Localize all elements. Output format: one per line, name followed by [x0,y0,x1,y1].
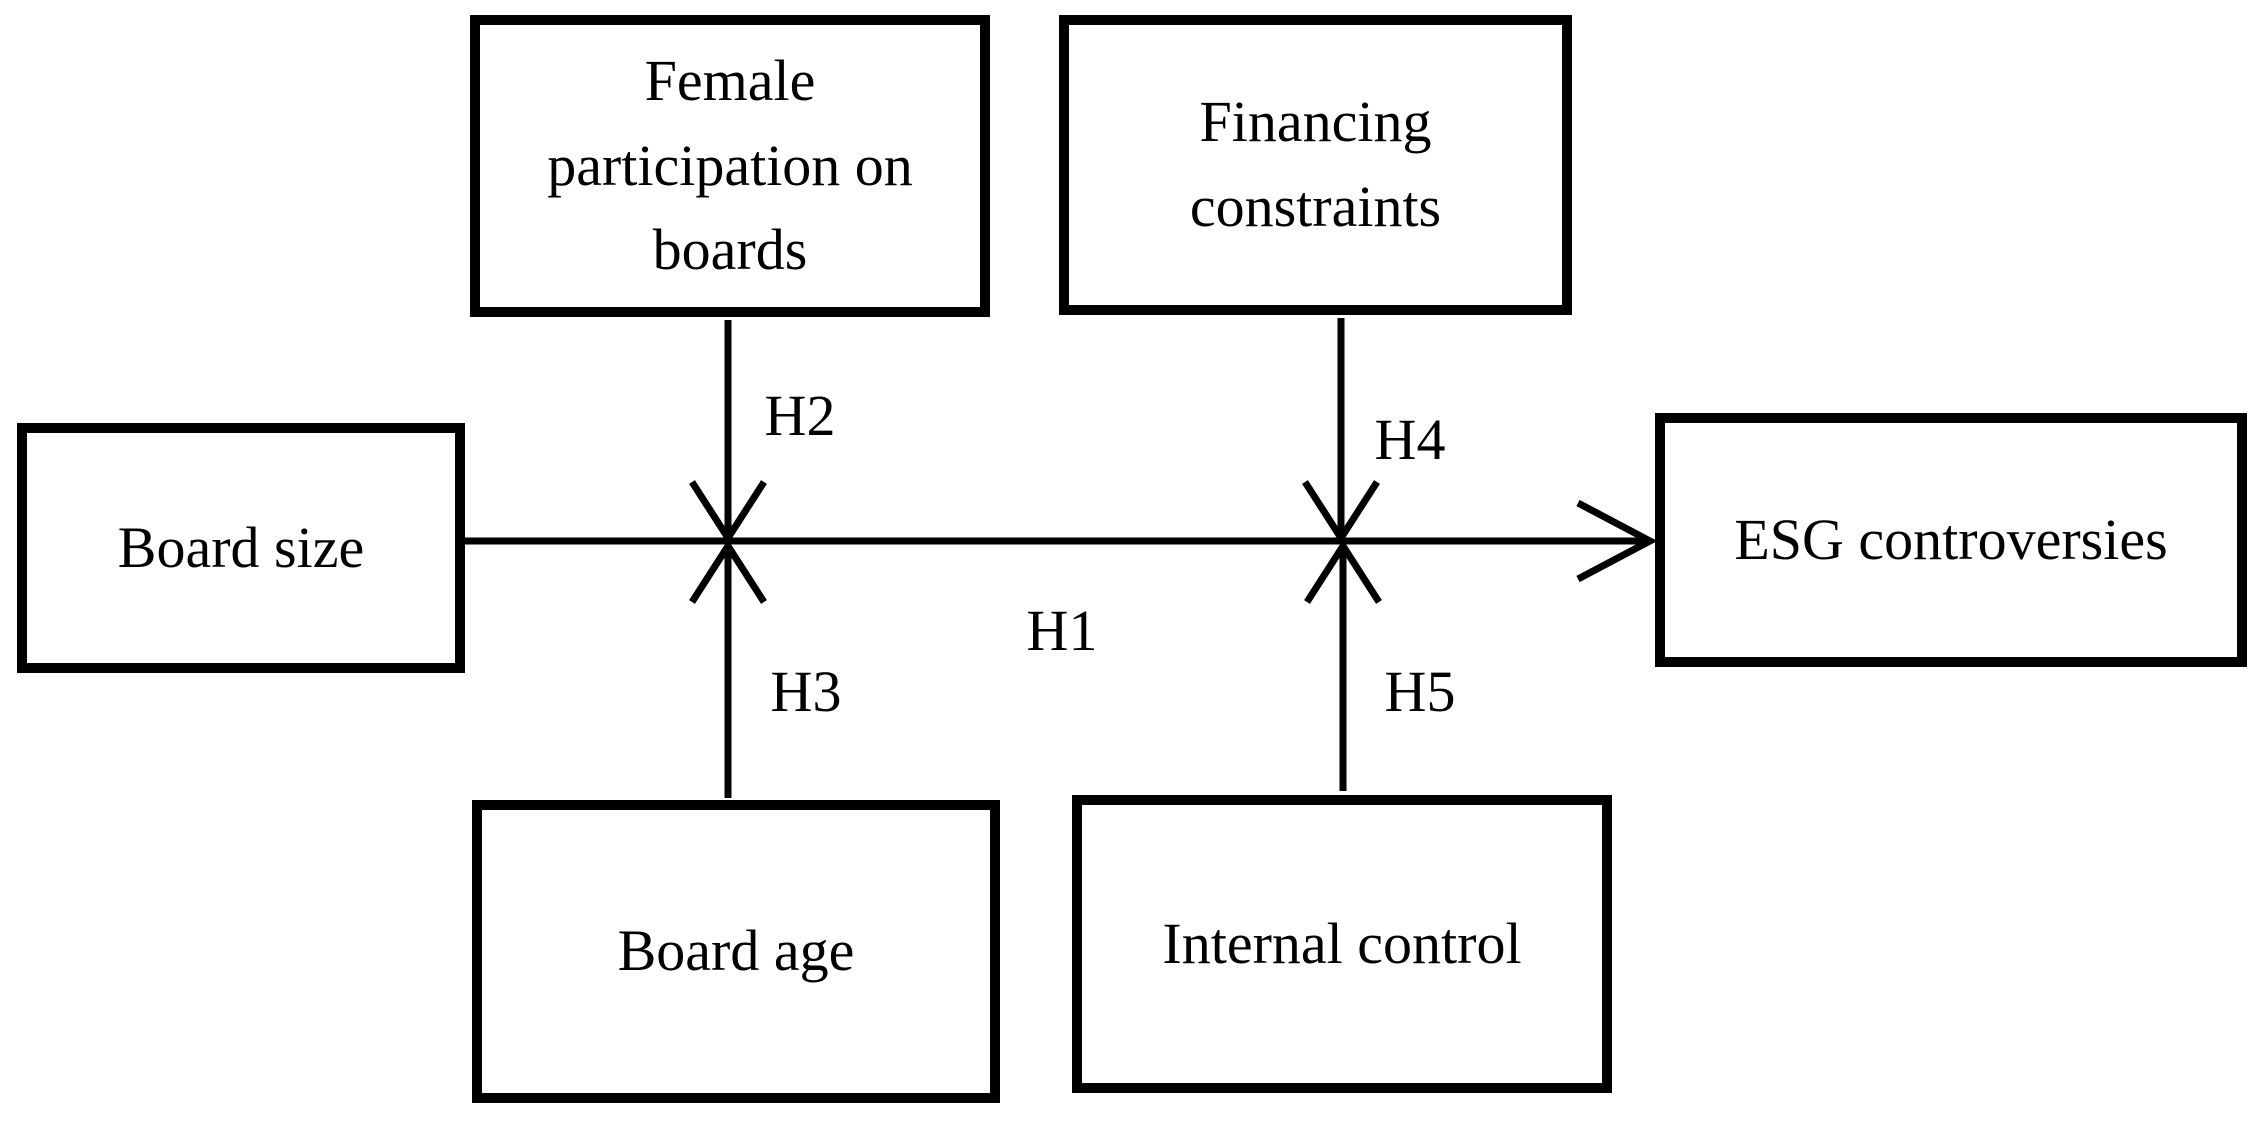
node-female-label-line2: participation on [547,132,913,198]
arrowhead-h5-up-icon [1304,539,1382,604]
node-internal-control-label: Internal control [1162,910,1522,976]
node-board-size: Board size [17,423,465,673]
node-board-age: Board age [472,800,1000,1103]
node-internal-control: Internal control [1072,795,1612,1093]
node-female-label-line3: boards [652,217,808,283]
hypothesis-label-h1: H1 [1026,598,1098,663]
node-board-age-label: Board age [617,918,855,984]
hypothesis-label-h5: H5 [1384,659,1456,724]
arrowhead-h3-up-icon [689,539,767,604]
arrowhead-h1-right-icon [1576,499,1658,583]
arrowhead-h2-down-icon [689,480,767,545]
node-financing-label-line1: Financing [1199,89,1432,155]
arrowhead-h4-down-icon [1302,480,1380,545]
node-esg-label: ESG controversies [1734,506,2168,572]
node-esg-controversies: ESG controversies [1655,413,2247,667]
hypothesis-label-h3: H3 [770,659,842,724]
node-financing-constraints: Financing constraints [1059,15,1572,315]
node-financing-label-line2: constraints [1189,174,1442,239]
node-female-participation: Female participation on boards [470,15,990,317]
hypothesis-label-h2: H2 [764,383,836,448]
hypothesis-label-h4: H4 [1374,407,1446,472]
node-female-label-line1: Female [644,47,816,113]
node-board-size-label: Board size [117,514,365,580]
